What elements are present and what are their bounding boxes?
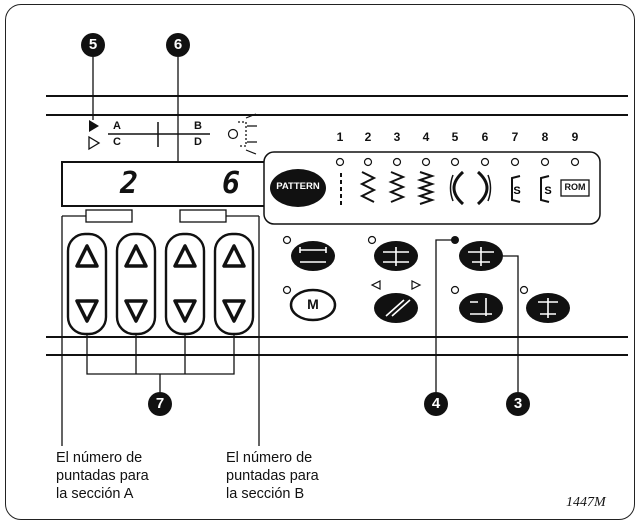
- pattern-number: 5: [451, 130, 459, 144]
- section-b-bracket: [179, 209, 227, 223]
- rom-button-label[interactable]: ROM: [564, 182, 586, 192]
- pattern-button: [270, 169, 326, 207]
- callout-5: 5: [81, 33, 105, 57]
- label-c: C: [113, 136, 121, 148]
- pattern-icons: [340, 170, 550, 206]
- pattern-number: 8: [541, 130, 549, 144]
- pattern-number: 2: [364, 130, 372, 144]
- caption-section-b: El número de puntadas para la sección B: [226, 450, 319, 502]
- callout-4: 4: [424, 392, 448, 416]
- callout-3: 3: [506, 392, 530, 416]
- mirror-icon: [238, 121, 247, 147]
- callout-7: 7: [148, 392, 172, 416]
- label-d: D: [194, 136, 202, 148]
- display-digit-right: 6: [222, 166, 241, 201]
- pattern-number: 6: [481, 130, 489, 144]
- pattern-number: 3: [393, 130, 401, 144]
- function-buttons: [282, 235, 570, 323]
- section-a-bracket: [85, 209, 133, 223]
- label-a: A: [113, 120, 121, 132]
- pattern-button-label[interactable]: PATTERN: [276, 181, 320, 192]
- memory-button-label[interactable]: M: [307, 296, 319, 312]
- rom-button: [560, 179, 590, 197]
- pattern-leds: [335, 157, 580, 167]
- display-digit-left: 2: [120, 166, 139, 201]
- pattern-number: 4: [422, 130, 430, 144]
- pattern-panel: [263, 151, 601, 225]
- label-b: B: [194, 120, 202, 132]
- pattern-number: 9: [571, 130, 579, 144]
- svg-text:S: S: [513, 185, 520, 197]
- callout-6: 6: [166, 33, 190, 57]
- diagram-frame: [5, 4, 635, 520]
- stitch-adjust-buttons: [66, 232, 255, 336]
- svg-text:S: S: [544, 185, 551, 197]
- figure-id: 1447M: [566, 495, 606, 510]
- pattern-number: 7: [511, 130, 519, 144]
- mirror-arrows-icon: [245, 113, 257, 155]
- caption-section-a: El número de puntadas para la sección A: [56, 450, 149, 502]
- mirror-led: [227, 128, 239, 140]
- outline-arrow-icon: [88, 135, 101, 151]
- pattern-number: 1: [336, 130, 344, 144]
- filled-arrow-icon: [89, 120, 99, 132]
